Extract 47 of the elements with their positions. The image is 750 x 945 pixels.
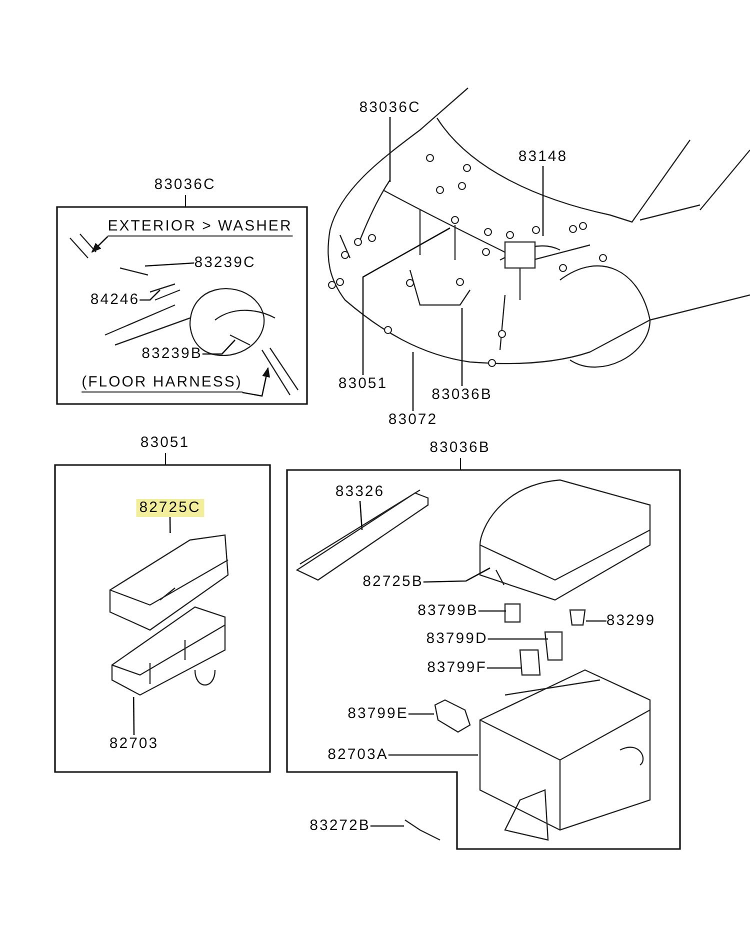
part-number: 83036B: [430, 439, 490, 457]
part-number: 83036C: [359, 99, 421, 117]
leader-line: [144, 262, 194, 267]
part-number: 83051: [338, 375, 388, 393]
leader-line: [202, 340, 236, 355]
arrow: [242, 367, 270, 397]
leader-line: [169, 517, 171, 533]
leader-line: [478, 610, 506, 612]
part-number: 82725B: [362, 573, 424, 591]
leader-line: [140, 290, 160, 301]
leader-line: [362, 227, 450, 375]
part-number: EXTERIOR > WASHER: [108, 218, 292, 236]
leader-line: [586, 620, 606, 622]
part-number: 83239C: [194, 254, 256, 272]
part-number: 83072: [388, 411, 438, 429]
leader-line: [388, 754, 478, 756]
leader-line: [412, 352, 414, 411]
part-number: 83326: [335, 483, 385, 501]
part-number: 83036B: [432, 386, 492, 404]
part-number: 83799B: [418, 602, 478, 620]
part-number: 82703: [109, 735, 159, 753]
part-number: 83051: [140, 434, 190, 452]
leader-line: [132, 697, 135, 735]
part-number: (FLOOR HARNESS): [82, 374, 242, 392]
part-number: 83148: [518, 148, 568, 166]
leader-line: [370, 825, 404, 827]
part-number: 83299: [606, 612, 656, 630]
leader-line: [488, 638, 548, 640]
leader-line: [486, 667, 521, 669]
leader-line: [408, 713, 434, 715]
part-number: 83239B: [142, 345, 202, 363]
part-number: 83799D: [426, 630, 488, 648]
part-number: 83272B: [310, 817, 370, 835]
part-number: 84246: [90, 291, 140, 309]
leader-line: [423, 567, 490, 583]
part-number: 83799F: [427, 659, 487, 677]
leader-line: [359, 500, 363, 530]
fuse-cover-drawing: [108, 533, 230, 632]
leader-line: [542, 166, 544, 236]
part-number: 82725C: [136, 499, 204, 517]
fuse-block-drawing: [110, 605, 228, 697]
part-number: 83799E: [348, 705, 408, 723]
part-number: 82703A: [328, 746, 388, 764]
arrow: [91, 236, 108, 253]
part-number: 83036C: [154, 176, 216, 194]
leader-line: [461, 308, 463, 386]
leader-line: [389, 117, 391, 182]
